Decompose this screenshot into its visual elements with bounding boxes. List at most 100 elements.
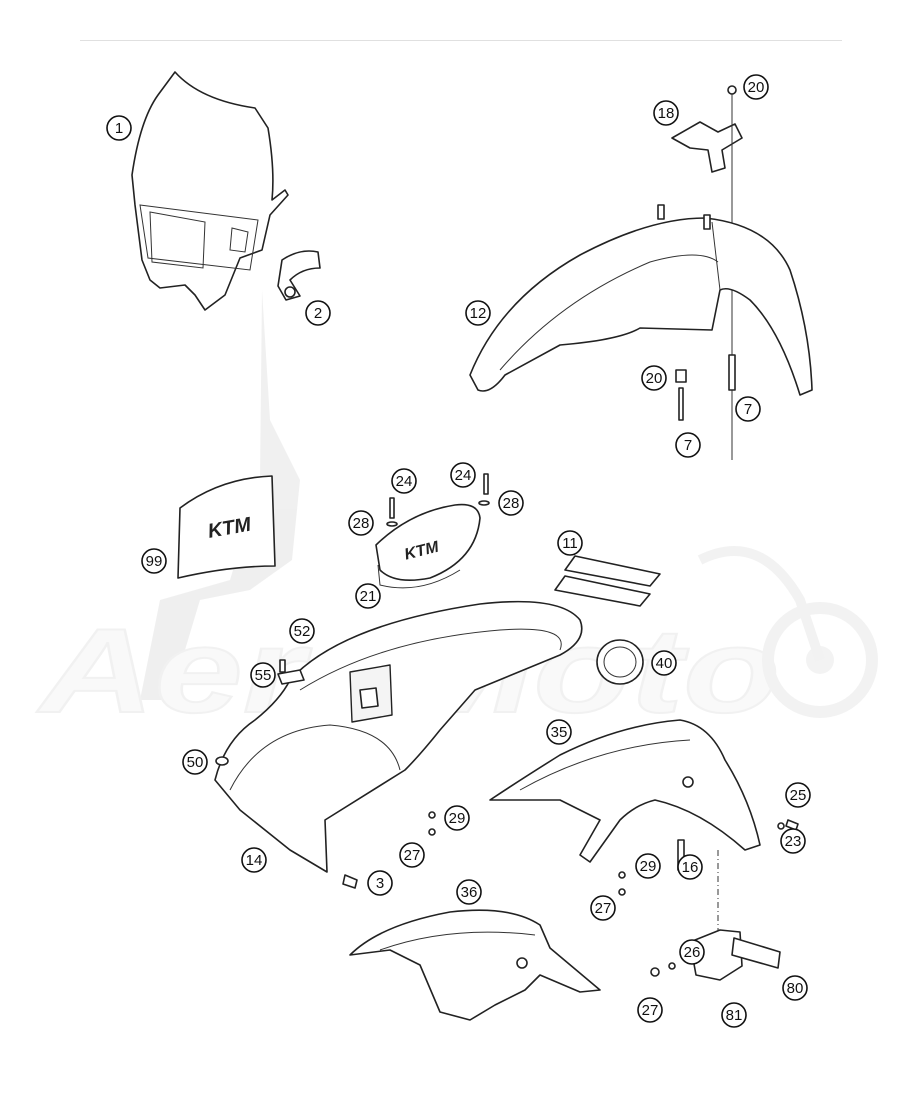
screw-7-right [728, 354, 736, 391]
callout-circle [782, 975, 808, 1001]
callout-18: 18 [653, 100, 679, 126]
callout-label: 23 [785, 833, 802, 850]
callout-label: 29 [449, 810, 466, 827]
screw-52 [279, 659, 286, 673]
callout-24: 24 [391, 468, 417, 494]
top-divider [80, 40, 842, 41]
washer-29-left [428, 811, 436, 819]
callout-circle [557, 530, 583, 556]
nut-27-bottom [650, 967, 660, 977]
callout-26: 26 [679, 939, 705, 965]
nut-20-bottom [675, 369, 687, 383]
callout-label: 14 [246, 852, 263, 869]
callout-circle [721, 1002, 747, 1028]
callout-circle [399, 842, 425, 868]
callout-7: 7 [675, 432, 701, 458]
callout-circle [546, 719, 572, 745]
filler-cap [596, 639, 644, 685]
callout-29: 29 [444, 805, 470, 831]
callout-label: 81 [726, 1007, 743, 1024]
callout-circle [367, 870, 393, 896]
callout-label: 21 [360, 588, 377, 605]
callout-16: 16 [677, 854, 703, 880]
callout-label: 25 [790, 787, 807, 804]
callout-label: 1 [115, 120, 123, 137]
callout-circle [348, 510, 374, 536]
nut-27-left [428, 828, 436, 836]
washer-50 [215, 756, 229, 766]
plate-bracket [689, 929, 743, 981]
callout-circle [637, 997, 663, 1023]
watermark-wheel-icon [762, 602, 878, 718]
callout-55: 55 [250, 662, 276, 688]
callout-label: 12 [470, 305, 487, 322]
callout-label: 50 [187, 754, 204, 771]
headlight-clamp [277, 250, 321, 301]
callout-label: 27 [595, 900, 612, 917]
callout-23: 23 [780, 828, 806, 854]
callout-circle [590, 895, 616, 921]
callout-label: 26 [684, 944, 701, 961]
callout-3: 3 [367, 870, 393, 896]
callout-circle [141, 548, 167, 574]
callout-circle [456, 879, 482, 905]
seat: KTM [375, 503, 481, 589]
callout-label: 7 [684, 437, 692, 454]
callout-28: 28 [348, 510, 374, 536]
callout-circle [651, 650, 677, 676]
screw-24-left [389, 497, 395, 519]
callout-label: 36 [461, 884, 478, 901]
callout-20: 20 [743, 74, 769, 100]
washer-28-right [478, 500, 490, 506]
callout-circle [241, 847, 267, 873]
callout-label: 80 [787, 980, 804, 997]
callout-circle [182, 749, 208, 775]
rear-fender [214, 600, 583, 873]
callout-circle [743, 74, 769, 100]
front-fender [469, 204, 813, 396]
callout-40: 40 [651, 650, 677, 676]
callout-20: 20 [641, 365, 667, 391]
washer-29-right [618, 871, 626, 879]
callout-11: 11 [557, 530, 583, 556]
callout-circle [677, 854, 703, 880]
clip-55 [277, 669, 305, 685]
callout-circle [635, 853, 661, 879]
callout-2: 2 [305, 300, 331, 326]
callout-label: 16 [682, 859, 699, 876]
callout-circle [444, 805, 470, 831]
callout-label: 20 [646, 370, 663, 387]
nut-23 [777, 822, 785, 830]
callout-circle [679, 939, 705, 965]
callout-circle [250, 662, 276, 688]
callout-27: 27 [637, 997, 663, 1023]
callout-label: 28 [503, 495, 520, 512]
rear-mudguard [489, 719, 761, 863]
callout-label: 11 [562, 535, 578, 552]
reflector-plate [731, 937, 781, 969]
callout-label: 3 [376, 875, 384, 892]
callout-50: 50 [182, 749, 208, 775]
callout-80: 80 [782, 975, 808, 1001]
callout-circle [675, 432, 701, 458]
callout-label: 29 [640, 858, 657, 875]
callout-52: 52 [289, 618, 315, 644]
callout-circle [641, 365, 667, 391]
callout-7: 7 [735, 396, 761, 422]
callout-29: 29 [635, 853, 661, 879]
headlight-mask [131, 71, 289, 311]
callout-circle [289, 618, 315, 644]
callout-label: 40 [656, 655, 673, 672]
callout-label: 27 [642, 1002, 659, 1019]
callout-21: 21 [355, 583, 381, 609]
callout-28: 28 [498, 490, 524, 516]
callout-circle [735, 396, 761, 422]
washer-28-left [386, 521, 398, 527]
callout-circle [391, 468, 417, 494]
callout-circle [785, 782, 811, 808]
callout-label: 52 [294, 623, 311, 640]
callout-circle [498, 490, 524, 516]
callout-label: 7 [744, 401, 752, 418]
